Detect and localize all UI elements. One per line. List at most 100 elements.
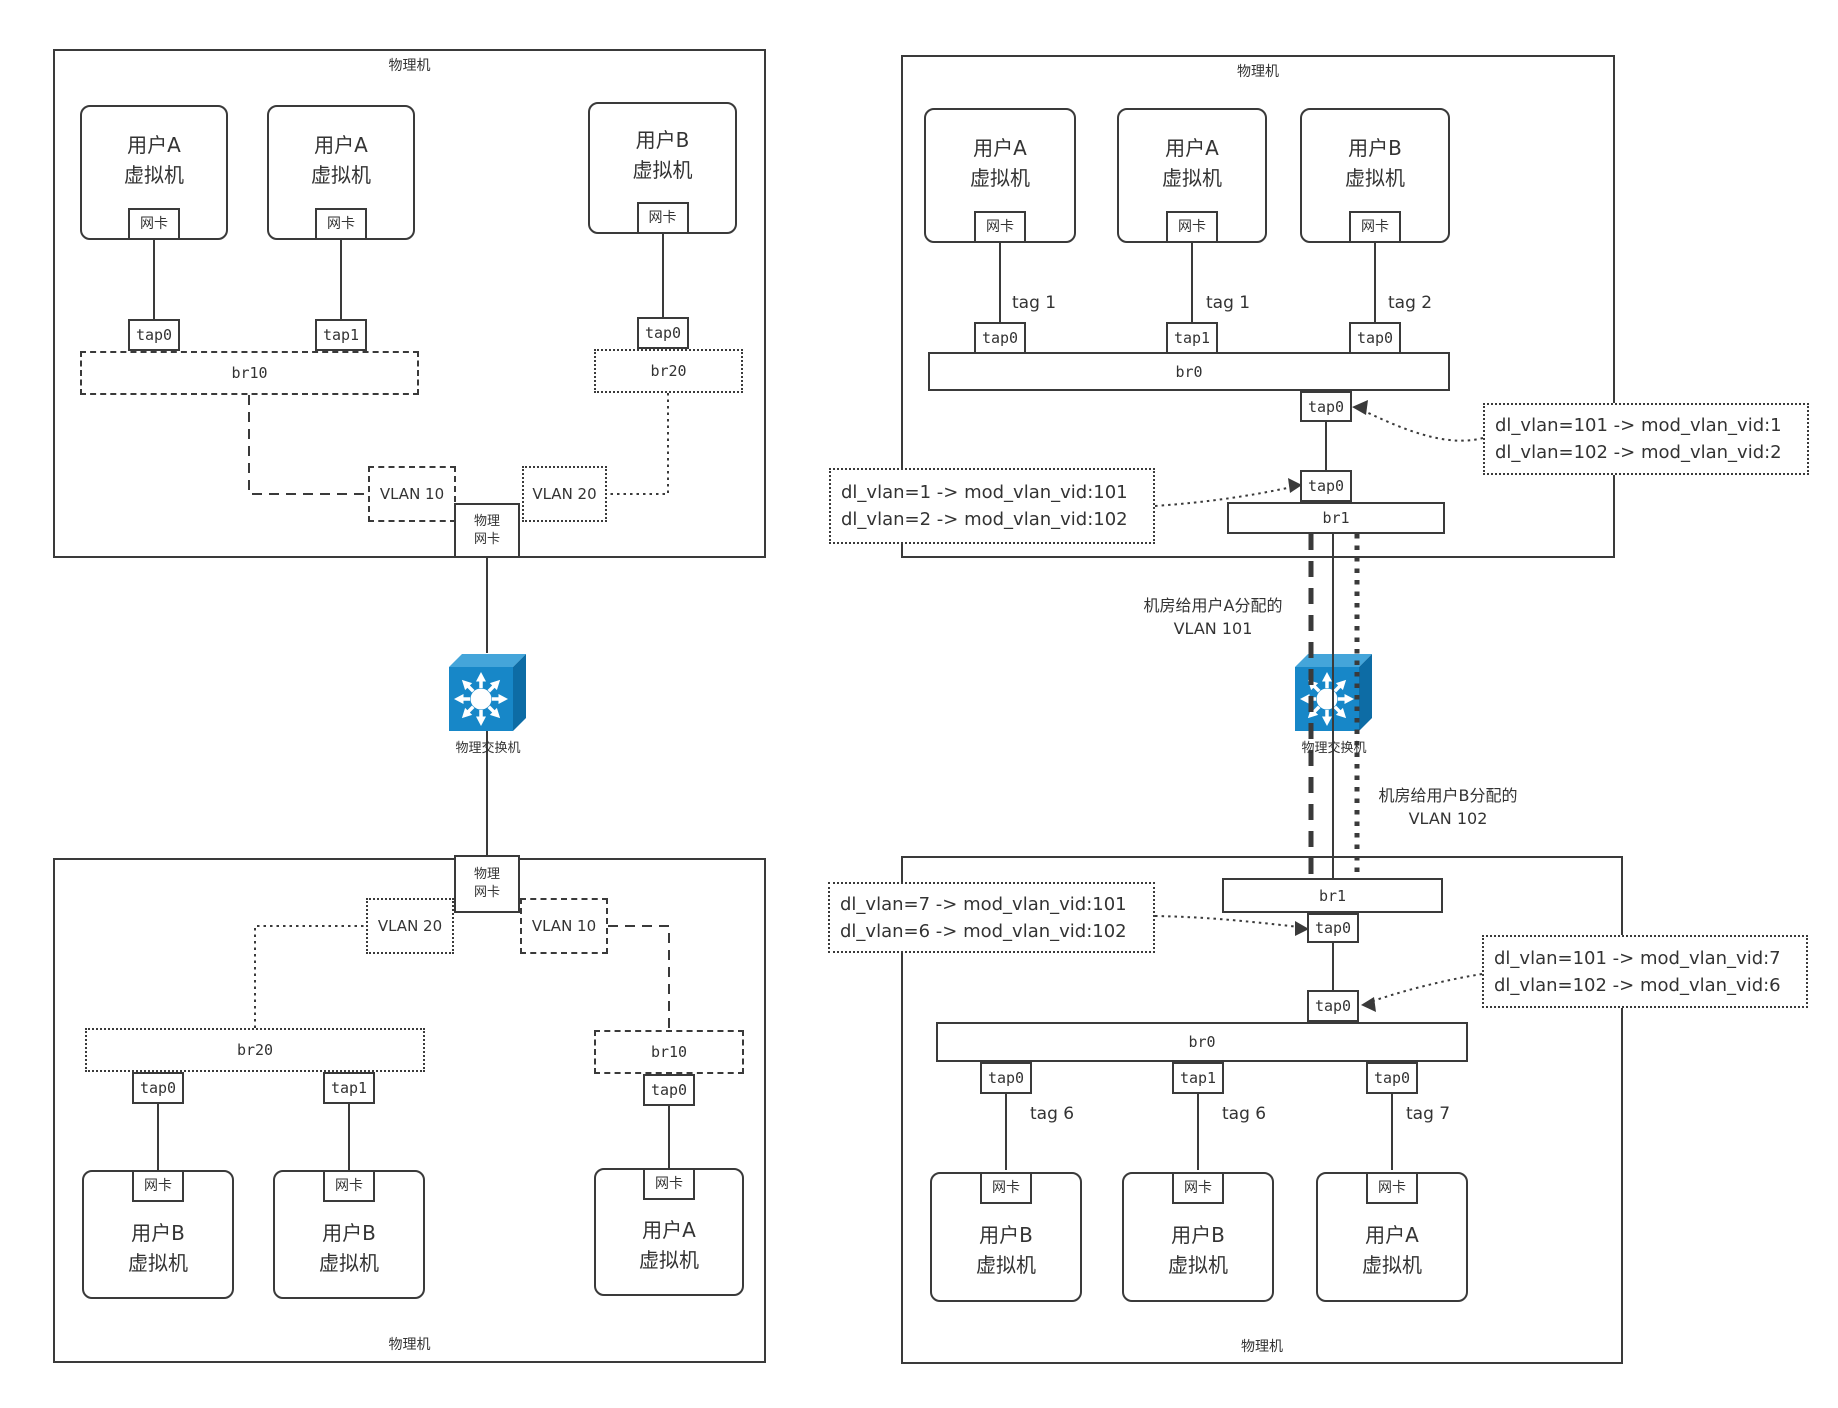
br-tag-7: tag 7 (1406, 1104, 1451, 1124)
vm-nic-box: 网卡 (132, 1170, 184, 1202)
tr-tag-2: tag 2 (1388, 293, 1433, 313)
tr-tap0: tap0 (974, 322, 1026, 354)
tr-ingress-flow-rule: dl_vlan=1 -> mod_vlan_vid:101 dl_vlan=2 … (829, 468, 1155, 544)
flow-rule-line: dl_vlan=6 -> mod_vlan_vid:102 (840, 920, 1127, 942)
vm-subtitle: 虚拟机 (976, 1253, 1036, 1277)
physical-machine-bottom-left (53, 858, 766, 1363)
vm-subtitle: 虚拟机 (319, 1250, 379, 1275)
vm-title: 用户A (127, 132, 181, 157)
br-tap1: tap1 (1172, 1062, 1224, 1094)
flow-rule-line: dl_vlan=2 -> mod_vlan_vid:102 (841, 509, 1128, 530)
vm-title: 用户B (322, 1220, 376, 1245)
flow-rule-line: dl_vlan=1 -> mod_vlan_vid:101 (841, 482, 1128, 503)
br-br1: br1 (1222, 878, 1443, 913)
tr-vm-user-a-1: 用户A 虚拟机 网卡 (924, 108, 1076, 243)
right-switch-label: 物理交换机 (1301, 741, 1367, 756)
vm-subtitle: 虚拟机 (1345, 165, 1405, 190)
tr-vm-user-b: 用户B 虚拟机 网卡 (1300, 108, 1450, 243)
bl-br20: br20 (85, 1028, 425, 1072)
br-vm-user-b-1: 用户B 虚拟机 网卡 (930, 1172, 1082, 1302)
bl-tap0: tap0 (132, 1072, 184, 1104)
machine-label-top-right: 物理机 (1237, 64, 1279, 80)
bl-tap1: tap1 (323, 1072, 375, 1104)
vm-nic-box: 网卡 (636, 202, 689, 234)
vm-nic-box: 网卡 (128, 208, 180, 240)
machine-label-bottom-left: 物理机 (388, 1337, 431, 1353)
machine-label-bottom-right: 物理机 (1241, 1339, 1283, 1355)
br-vm-user-b-2: 用户B 虚拟机 网卡 (1122, 1172, 1274, 1302)
tr-tag-1b: tag 1 (1206, 293, 1251, 313)
tr-vm-user-a-2: 用户A 虚拟机 网卡 (1117, 108, 1267, 243)
vm-subtitle: 虚拟机 (1168, 1253, 1228, 1277)
arrowhead-right-icon (1295, 921, 1309, 936)
vm-title: 用户B (1348, 135, 1402, 160)
vm-title: 用户A (973, 135, 1027, 160)
vm-title: 用户B (635, 128, 690, 152)
vm-nic-box: 网卡 (980, 1172, 1032, 1204)
vm-title: 用户A (314, 132, 368, 157)
tr-tap0-b: tap0 (1349, 322, 1401, 354)
br-tap0-upper: tap0 (1307, 913, 1359, 943)
bl-physical-nic: 物理 网卡 (454, 855, 520, 913)
vm-subtitle: 虚拟机 (1362, 1253, 1422, 1277)
vm-nic-box: 网卡 (974, 211, 1026, 243)
tl-tap0-b: tap0 (637, 317, 689, 349)
tl-vm-user-a-2: 用户A 虚拟机 网卡 (267, 105, 415, 240)
vm-title: 用户A (642, 1218, 696, 1242)
br-egress-flow-rule: dl_vlan=101 -> mod_vlan_vid:7 dl_vlan=10… (1482, 935, 1808, 1008)
vm-subtitle: 虚拟机 (128, 1250, 188, 1275)
note-line1: 机房给用户B分配的 (1378, 786, 1518, 805)
br-tap0: tap0 (980, 1062, 1032, 1094)
vm-nic-box: 网卡 (1172, 1172, 1224, 1204)
bl-vm-user-a: 用户A 虚拟机 网卡 (594, 1168, 744, 1296)
vm-subtitle: 虚拟机 (639, 1248, 699, 1272)
tr-tap1: tap1 (1166, 322, 1218, 354)
br-vm-user-a: 用户A 虚拟机 网卡 (1316, 1172, 1468, 1302)
br-br0: br0 (936, 1022, 1468, 1062)
tr-tap0-lower: tap0 (1300, 470, 1352, 502)
left-physical-switch-icon (449, 654, 526, 731)
tr-egress-flow-rule: dl_vlan=101 -> mod_vlan_vid:1 dl_vlan=10… (1483, 403, 1809, 475)
phys-nic-line1: 物理 (473, 513, 500, 529)
tr-tap0-upper: tap0 (1300, 391, 1352, 422)
flow-rule-line: dl_vlan=102 -> mod_vlan_vid:2 (1495, 442, 1782, 463)
vlan102-note: 机房给用户B分配的 VLAN 102 (1338, 784, 1558, 830)
machine-label-top-left: 物理机 (388, 58, 431, 74)
br-tag-6a: tag 6 (1030, 1104, 1075, 1124)
tl-br20: br20 (594, 349, 743, 393)
vm-subtitle: 虚拟机 (124, 162, 184, 187)
flow-rule-line: dl_vlan=102 -> mod_vlan_vid:6 (1494, 974, 1781, 996)
vm-nic-box: 网卡 (1366, 1172, 1418, 1204)
tl-vlan10-box: VLAN 10 (368, 466, 456, 522)
phys-nic-line2: 网卡 (473, 531, 500, 547)
arrowhead-left-icon (1352, 400, 1368, 415)
bl-br10: br10 (594, 1030, 744, 1074)
br-tap0-lower: tap0 (1307, 990, 1359, 1022)
vm-nic-box: 网卡 (643, 1168, 695, 1200)
vm-title: 用户A (1365, 1223, 1419, 1247)
note-line2: VLAN 101 (1173, 619, 1253, 639)
vm-nic-box: 网卡 (1349, 211, 1401, 243)
br-tap0-a: tap0 (1366, 1062, 1418, 1094)
bl-vm-user-b-2: 用户B 虚拟机 网卡 (273, 1170, 425, 1299)
br-ingress-flow-rule: dl_vlan=7 -> mod_vlan_vid:101 dl_vlan=6 … (828, 882, 1155, 953)
vm-nic-box: 网卡 (315, 208, 367, 240)
arrowhead-left-icon (1361, 997, 1376, 1012)
note-line2: VLAN 102 (1408, 809, 1488, 829)
tl-vlan20-box: VLAN 20 (522, 466, 607, 522)
tl-vm-user-a-1: 用户A 虚拟机 网卡 (80, 105, 228, 240)
vm-nic-box: 网卡 (323, 1170, 375, 1202)
bl-tap0-a: tap0 (643, 1074, 695, 1106)
bl-vm-user-b-1: 用户B 虚拟机 网卡 (82, 1170, 234, 1299)
bl-vlan20-box: VLAN 20 (366, 898, 454, 954)
right-physical-switch-icon (1295, 654, 1372, 731)
vm-nic-box: 网卡 (1166, 211, 1218, 243)
phys-nic-line1: 物理 (473, 867, 500, 883)
vm-title: 用户B (979, 1223, 1033, 1247)
flow-rule-line: dl_vlan=7 -> mod_vlan_vid:101 (840, 893, 1127, 915)
tr-tag-1a: tag 1 (1012, 293, 1057, 313)
tl-tap0: tap0 (128, 319, 180, 351)
physical-machine-bottom-right (901, 856, 1623, 1364)
